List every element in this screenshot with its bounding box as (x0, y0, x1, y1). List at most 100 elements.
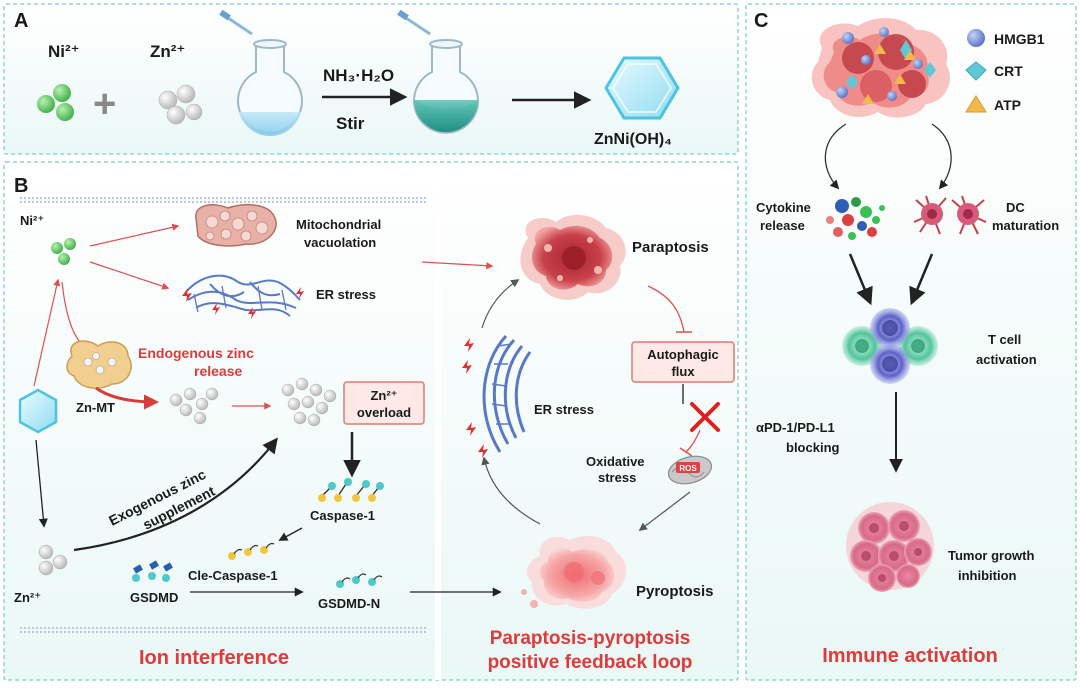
loop-title-1: Paraptosis-pyroptosis (490, 628, 691, 649)
oxidative-label-1: Oxidative (586, 454, 645, 469)
er-to-paraptosis-arrow (481, 279, 520, 329)
gsdmd-n-icon (336, 573, 383, 588)
endogenous-release-arrow (95, 386, 159, 410)
cleaved-caspase-icon (228, 542, 275, 560)
particle-to-zn-arrow (35, 439, 48, 528)
zn-metallothionein-icon (66, 340, 132, 389)
crt-diamond-icon (965, 61, 987, 81)
caspase-1-icon (318, 478, 384, 502)
gsdmd-label: GSDMD (130, 590, 178, 605)
ni-to-er-arrow (89, 261, 170, 290)
cytokine-label-1: Cytokine (756, 200, 811, 215)
cytokines-icon (826, 197, 885, 240)
dendritic-cells-icon (913, 195, 987, 235)
empty-flask-icon (219, 9, 303, 137)
legend: HMGB1 CRT ATP (965, 29, 1045, 113)
tumor-label-1: Tumor growth (948, 548, 1034, 563)
condition-label: Stir (336, 114, 365, 133)
cle-caspase-label: Cle-Caspase-1 (188, 568, 278, 583)
endogenous-label-2: release (194, 363, 242, 379)
caspase-label: Caspase-1 (310, 508, 375, 523)
oxidative-to-pyroptosis-arrow (638, 491, 691, 532)
dying-tumor-cells-icon (811, 18, 950, 118)
caspase-cleavage-arrow (278, 527, 303, 541)
particle-to-ni-arrow (33, 278, 61, 387)
panel-b-letter: B (14, 175, 28, 197)
zn-ion-label-b: Zn²⁺ (14, 590, 41, 605)
panel-a: A Ni²⁺ + Zn²⁺ NH₃·H₂O Stir (14, 9, 680, 148)
inhibited-tumor-icon (846, 502, 934, 592)
er-stress-bolts-icon (182, 287, 304, 319)
blocking-label-1: αPD-1/PD-L1 (756, 420, 835, 435)
nanoparticle-hexagon-icon (18, 388, 58, 434)
free-zinc-cluster-icon (169, 387, 219, 425)
autophagic-label-2: flux (671, 364, 695, 379)
reagent-label: NH₃·H₂O (323, 66, 394, 85)
ros-label: ROS (679, 464, 697, 473)
panel-c-letter: C (754, 10, 768, 32)
paraptosis-label: Paraptosis (632, 239, 709, 256)
panel-c: C HMGB1 CRT (754, 10, 1059, 667)
legend-label-crt: CRT (994, 63, 1023, 79)
loop-title-2: positive feedback loop (488, 652, 693, 673)
ion-interference-title: Ion interference (139, 647, 289, 669)
t-cells-icon (842, 308, 938, 384)
reacting-flask-icon (397, 9, 479, 134)
er-loop-stress-bolts-icon (462, 338, 488, 458)
autophagic-label-1: Autophagic (647, 347, 719, 362)
paraptosis-cell-icon (520, 214, 626, 300)
vacuolated-mitochondrion-icon (195, 203, 277, 247)
mito-label-2: vacuolation (304, 235, 376, 250)
dc-to-tcell-arrow (909, 253, 934, 306)
tumor-to-cytokine-arrow (824, 123, 847, 190)
zn-ions-icon (158, 84, 203, 125)
legend-label-hmgb1: HMGB1 (994, 31, 1045, 47)
er-stress-top-label: ER stress (316, 287, 376, 302)
mito-label-1: Mitochondrial (296, 217, 381, 232)
cell-membrane-bottom (20, 627, 428, 633)
ni-ion-label-b: Ni²⁺ (20, 213, 44, 228)
block-cross-icon (690, 402, 720, 432)
gsdmd-n-label: GSDMD-N (318, 596, 380, 611)
panel-a-letter: A (14, 10, 28, 32)
er-stress-loop-icon (482, 334, 532, 453)
ros-mitochondrion-icon: ROS (667, 455, 713, 485)
dc-label-1: DC (1006, 200, 1025, 215)
cell-membrane-top (20, 197, 428, 203)
immune-activation-title: Immune activation (822, 645, 998, 667)
exogenous-supplement-arrow (73, 437, 278, 552)
zn-ion-label: Zn²⁺ (150, 42, 185, 61)
dc-label-2: maturation (992, 218, 1059, 233)
product-hexagon-icon (604, 56, 680, 120)
overloaded-zinc-cluster-icon (281, 377, 337, 427)
autophagic-flux-box (631, 341, 735, 383)
cytokine-to-tcell-arrow (848, 253, 873, 306)
cytokine-label-2: release (760, 218, 805, 233)
pyroptosis-to-er-arrow (481, 456, 541, 525)
zn-overload-box (343, 381, 425, 425)
er-network-icon (185, 274, 301, 317)
oxidative-label-2: stress (598, 470, 636, 485)
tumor-to-dc-arrow (931, 123, 952, 190)
ni-ions-icon (37, 84, 74, 121)
blocking-label-2: blocking (786, 440, 840, 455)
pyroptosis-label: Pyroptosis (636, 583, 714, 600)
endogenous-label-1: Endogenous zinc (138, 345, 254, 361)
overload-label-1: Zn²⁺ (370, 388, 397, 403)
tumor-label-2: inhibition (958, 568, 1017, 583)
paraptosis-inhibits-autophagy-arrow (647, 285, 685, 333)
pyroptosis-cell-icon (521, 536, 627, 609)
hmgb1-sphere-icon (967, 29, 985, 47)
gsdmd-icon (132, 560, 173, 582)
overload-label-2: overload (357, 405, 411, 420)
atp-triangle-icon (965, 95, 987, 113)
ni-to-mito-arrow (89, 223, 180, 247)
mito-to-paraptosis-arrow (421, 261, 494, 270)
product-label: ZnNi(OH)₄ (594, 131, 672, 148)
legend-label-atp: ATP (994, 97, 1021, 113)
tcell-label-1: T cell (988, 332, 1021, 347)
ni-ion-label: Ni²⁺ (48, 42, 80, 61)
er-stress-loop-label: ER stress (534, 402, 594, 417)
